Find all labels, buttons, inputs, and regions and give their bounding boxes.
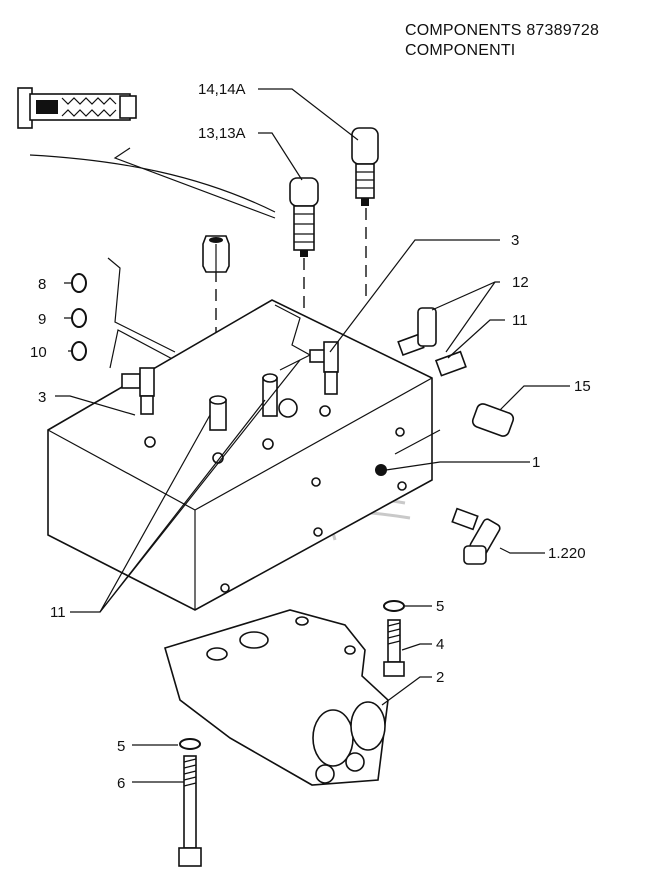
header-line-1: COMPONENTS 87389728 bbox=[405, 22, 600, 39]
callout-9: 9 bbox=[38, 311, 46, 328]
hex-nut-fitting bbox=[202, 235, 230, 273]
manifold-body-2 bbox=[164, 609, 389, 786]
washer-5-top bbox=[383, 600, 405, 612]
o-ring-8 bbox=[71, 273, 87, 293]
bolt-6 bbox=[178, 755, 202, 867]
leader-orings-a bbox=[107, 257, 176, 353]
tee-fitting-3-right bbox=[309, 341, 339, 395]
o-ring-9 bbox=[71, 308, 87, 328]
callout-2: 2 bbox=[436, 669, 444, 686]
callout-1-220: 1.220 bbox=[548, 545, 586, 562]
adapter-fittings-11-block bbox=[209, 373, 278, 431]
header-line-2: COMPONENTI bbox=[405, 42, 516, 59]
callout-11-left: 11 bbox=[50, 604, 66, 621]
plug-15 bbox=[471, 403, 515, 437]
o-ring-10 bbox=[71, 341, 87, 361]
callout-8: 8 bbox=[38, 276, 46, 293]
callout-12: 12 bbox=[512, 274, 529, 291]
elbow-fitting-12 bbox=[397, 307, 437, 357]
elbow-fitting-1-220 bbox=[451, 507, 501, 565]
callout-3-right: 3 bbox=[511, 232, 519, 249]
callout-14: 14,14A bbox=[198, 81, 246, 98]
cartridge-valve-14 bbox=[351, 127, 379, 206]
callout-13: 13,13A bbox=[198, 125, 246, 142]
callout-15: 15 bbox=[574, 378, 591, 395]
valve-block bbox=[47, 299, 433, 611]
cartridge-valve-13 bbox=[289, 177, 319, 257]
leader-orings-b bbox=[109, 329, 179, 369]
callout-3-left: 3 bbox=[38, 389, 46, 406]
callout-10: 10 bbox=[30, 344, 47, 361]
cartridge-detail-inset bbox=[17, 87, 137, 129]
leader-cartridge-b bbox=[113, 147, 276, 219]
callout-5-top: 5 bbox=[436, 598, 444, 615]
tee-fitting-3-left bbox=[121, 367, 155, 415]
leader-lines bbox=[55, 88, 570, 783]
leader-cartridge-a bbox=[29, 154, 276, 213]
callout-11-right: 11 bbox=[512, 312, 528, 329]
washer-5-bottom bbox=[179, 738, 201, 750]
adapter-fitting-11-right bbox=[434, 350, 467, 377]
callout-1: 1 bbox=[532, 454, 540, 471]
callout-5-bottom: 5 bbox=[117, 738, 125, 755]
callout-4: 4 bbox=[436, 636, 444, 653]
callout-6: 6 bbox=[117, 775, 125, 792]
bolt-4 bbox=[383, 619, 405, 677]
